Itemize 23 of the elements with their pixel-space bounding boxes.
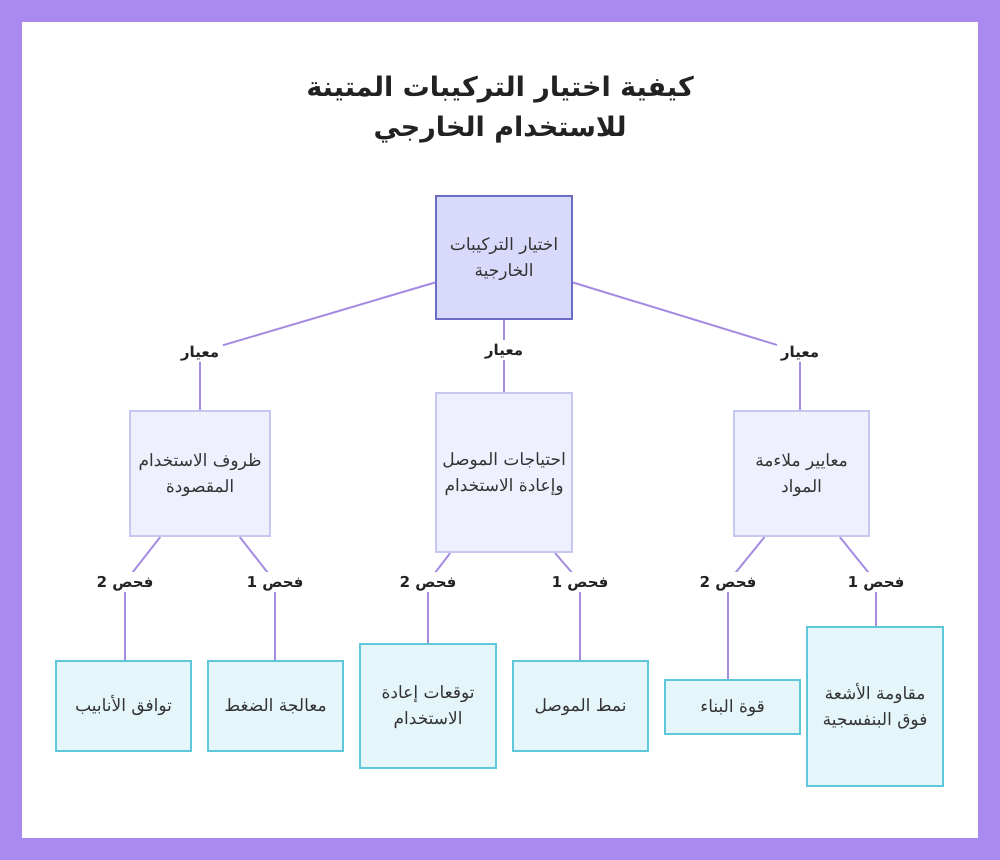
node-text: معايير ملاءمة المواد: [754, 450, 849, 498]
node-text: احتياجات الموصل وإعادة الاستخدام: [441, 448, 567, 498]
criteria-box: [733, 410, 870, 537]
node-text: توافق الأنابيب: [74, 694, 173, 718]
connector-line: [572, 282, 801, 410]
node-text: ظروف الاستخدام المقصودة: [137, 450, 263, 498]
criteria-box: [435, 392, 573, 553]
check-box: [55, 660, 192, 752]
node-text: مقاومة الأشعة فوق البنفسجية: [822, 682, 928, 732]
node-text: قوة البناء: [699, 696, 766, 719]
check-box: [207, 660, 344, 752]
node-text: معالجة الضغط: [223, 695, 328, 718]
root-box: [435, 195, 573, 320]
node-text: اختيار التركيبات الخارجية: [448, 234, 560, 282]
check-box: [359, 643, 497, 769]
node-text: نمط الموصل: [534, 695, 628, 718]
connector-line: [199, 282, 436, 410]
node-text: توقعات إعادة الاستخدام: [380, 682, 476, 731]
check-box: [512, 660, 649, 752]
check-box: [806, 626, 944, 787]
criteria-box: [129, 410, 271, 537]
check-box: [664, 679, 801, 735]
diagram-title: كيفية اختيار التركيبات المتينة للاستخدام الخارجي: [305, 71, 695, 145]
